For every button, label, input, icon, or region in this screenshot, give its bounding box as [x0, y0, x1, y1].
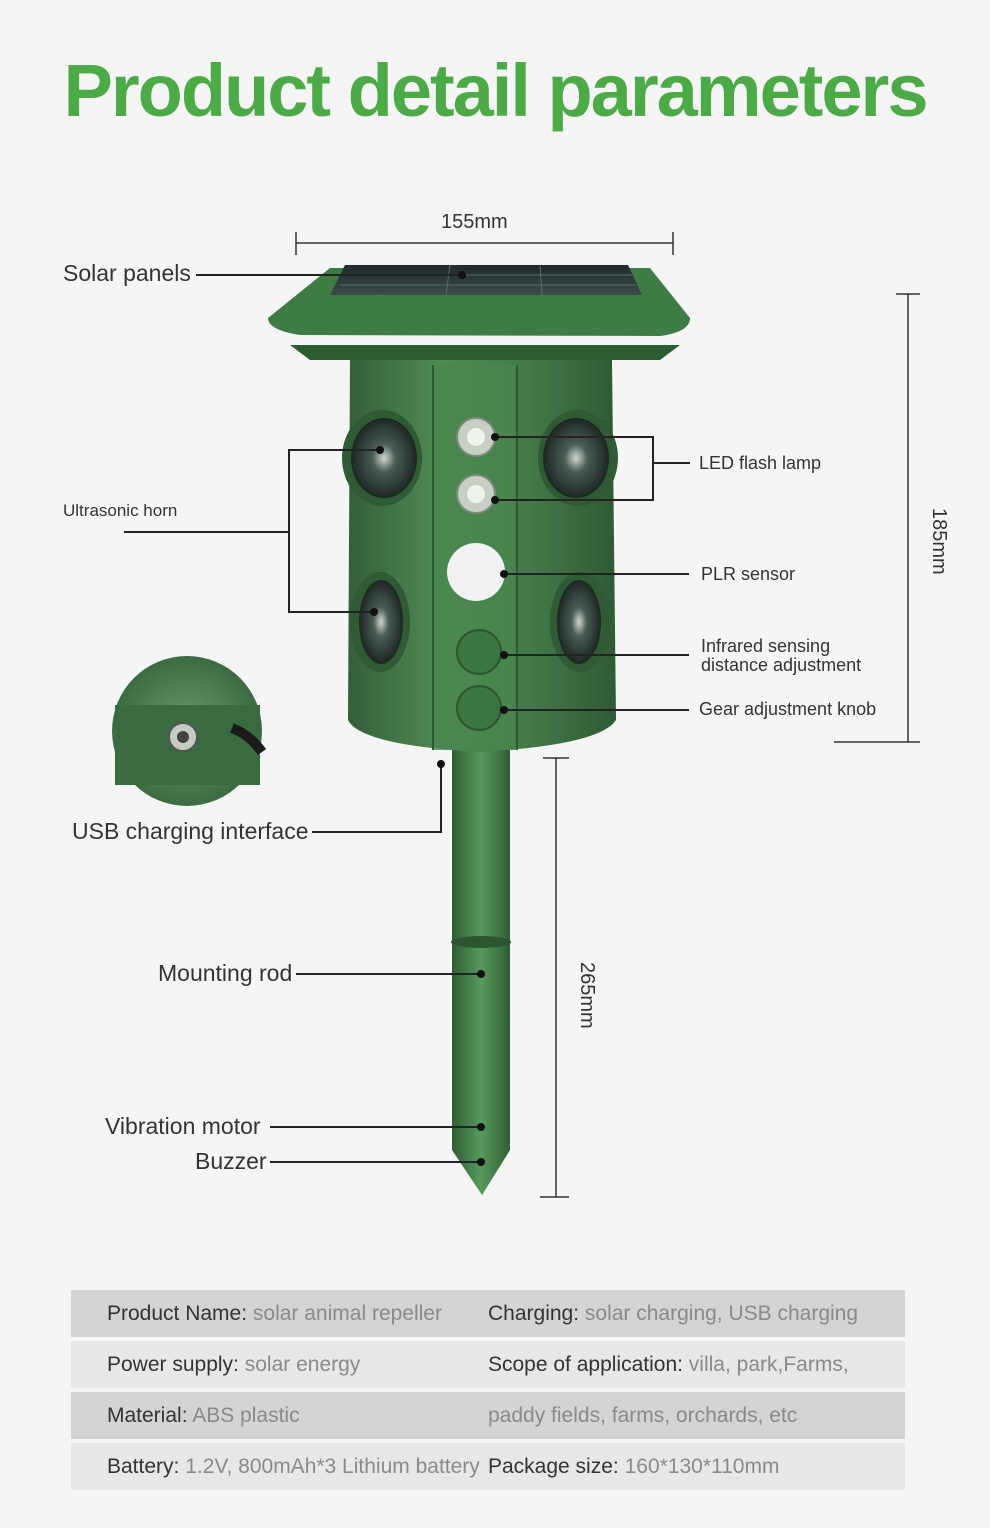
rod-dimension-label: 265mm	[576, 962, 598, 1029]
infrared-label-line2: distance adjustment	[701, 655, 862, 675]
mounting-rod-label: Mounting rod	[158, 960, 293, 986]
page-title: Product detail parameters	[63, 49, 929, 132]
spec-cell: Product Name: solar animal repeller	[71, 1290, 488, 1337]
spec-value: solar charging, USB charging	[579, 1301, 859, 1325]
spec-key: Power supply:	[107, 1352, 239, 1376]
table-row: Battery: 1.2V, 800mAh*3 Lithium battery …	[71, 1443, 905, 1490]
mounting-rod-graphic	[451, 750, 511, 1195]
spec-value: solar animal repeller	[247, 1301, 442, 1325]
solar-panels-label: Solar panels	[63, 260, 191, 286]
rod-dimension-line	[540, 757, 569, 1198]
solar-panel-graphic	[268, 264, 690, 360]
spec-cell: Scope of application: villa, park,Farms,	[488, 1341, 905, 1388]
spec-cell: Material: ABS plastic	[71, 1392, 488, 1439]
spec-table: Product Name: solar animal repeller Char…	[71, 1286, 905, 1494]
table-row: Power supply: solar energy Scope of appl…	[71, 1341, 905, 1388]
width-dimension-label: 155mm	[441, 211, 508, 233]
spec-cell: Charging: solar charging, USB charging	[488, 1290, 905, 1337]
led-flash-lamp-label: LED flash lamp	[699, 453, 822, 473]
spec-key: Charging:	[488, 1301, 580, 1325]
spec-value: villa, park,Farms,	[682, 1352, 849, 1376]
spec-value: 160*130*110mm	[618, 1454, 780, 1478]
spec-value: 1.2V, 800mAh*3 Lithium battery	[179, 1454, 480, 1478]
spec-cell: Battery: 1.2V, 800mAh*3 Lithium battery	[71, 1443, 488, 1490]
width-dimension-line	[295, 232, 674, 255]
spec-key: Scope of application:	[488, 1352, 683, 1376]
usb-interface-label: USB charging interface	[72, 818, 309, 844]
spec-key: Product Name:	[107, 1301, 248, 1325]
spec-value: paddy fields, farms, orchards, etc	[488, 1403, 798, 1427]
spec-cell: Package size: 160*130*110mm	[488, 1443, 905, 1490]
spec-value: ABS plastic	[187, 1403, 300, 1427]
spec-cell: paddy fields, farms, orchards, etc	[488, 1392, 905, 1439]
callout-lines	[124, 274, 690, 1163]
plr-sensor-label: PLR sensor	[701, 564, 796, 584]
ultrasonic-horn-label: Ultrasonic horn	[63, 501, 178, 520]
height-dimension-line	[834, 293, 920, 743]
spec-key: Battery:	[107, 1454, 180, 1478]
table-row: Product Name: solar animal repeller Char…	[71, 1290, 905, 1337]
callout-dots	[370, 271, 508, 1166]
buzzer-label: Buzzer	[195, 1148, 267, 1174]
height-dimension-label: 185mm	[928, 508, 950, 575]
usb-inset-graphic	[112, 656, 267, 806]
spec-key: Material:	[107, 1403, 188, 1427]
spec-cell: Power supply: solar energy	[71, 1341, 488, 1388]
table-row: Material: ABS plastic paddy fields, farm…	[71, 1392, 905, 1439]
infrared-label-line1: Infrared sensing	[701, 636, 831, 656]
spec-value: solar energy	[238, 1352, 361, 1376]
spec-key: Package size:	[488, 1454, 619, 1478]
device-body-graphic	[342, 360, 618, 752]
gear-knob-label: Gear adjustment knob	[699, 699, 877, 719]
infrared-adjustment-label: Infrared sensing distance adjustment	[701, 637, 861, 675]
vibration-motor-label: Vibration motor	[105, 1113, 261, 1139]
